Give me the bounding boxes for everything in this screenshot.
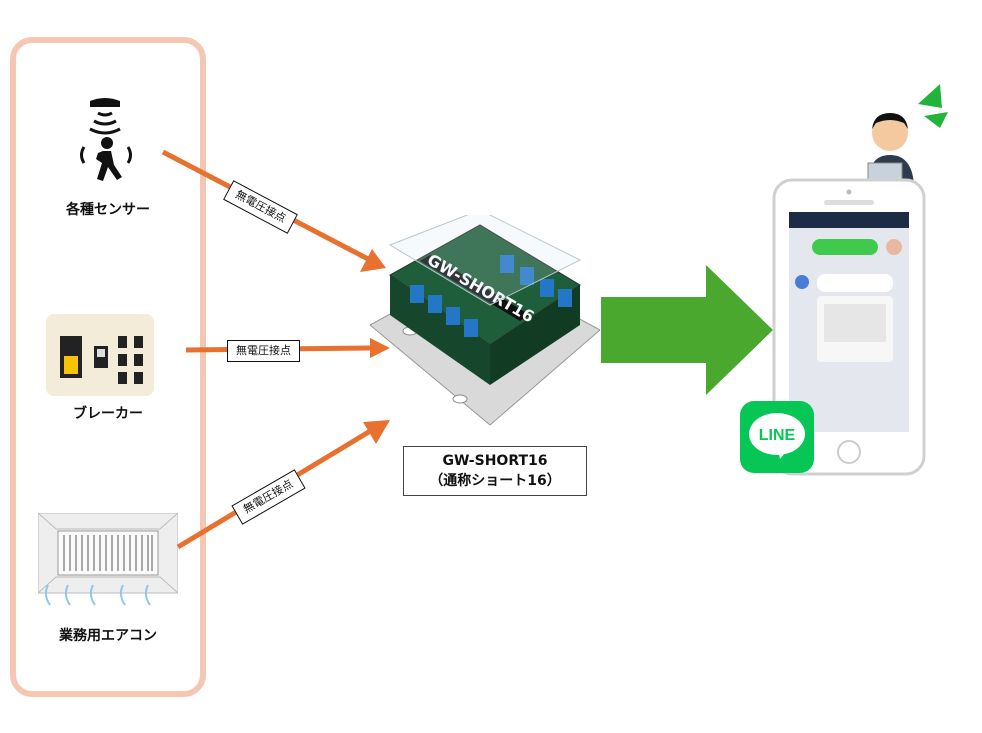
product-caption: GW-SHORT16 （通称ショート16） bbox=[403, 446, 587, 496]
source-label-sensor: 各種センサー bbox=[66, 202, 150, 218]
arrow-breaker-head bbox=[370, 338, 390, 358]
line-bubble-icon: LINE bbox=[749, 413, 805, 459]
source-label-aircon: 業務用エアコン bbox=[59, 628, 157, 644]
arrow-sensor-head bbox=[360, 249, 386, 272]
motion-sensor-icon bbox=[80, 98, 132, 181]
big-green-arrow bbox=[601, 265, 773, 395]
source-label-breaker: ブレーカー bbox=[73, 406, 143, 422]
gw-short16-device-image: GW-SHORT16 bbox=[370, 215, 600, 426]
breaker-icon bbox=[46, 314, 154, 396]
arrow-aircon-head bbox=[363, 420, 390, 444]
person-icon bbox=[867, 113, 914, 185]
connection-label-breaker: 無電圧接点 bbox=[227, 340, 300, 362]
product-name: GW-SHORT16 bbox=[442, 453, 548, 469]
line-app-logo: LINE bbox=[740, 401, 814, 473]
smartphone-icon bbox=[772, 178, 926, 476]
line-logo-text: LINE bbox=[759, 427, 796, 444]
alert-marks-icon bbox=[918, 84, 948, 128]
ceiling-air-conditioner-icon bbox=[38, 513, 178, 606]
product-nickname: （通称ショート16） bbox=[429, 473, 561, 489]
